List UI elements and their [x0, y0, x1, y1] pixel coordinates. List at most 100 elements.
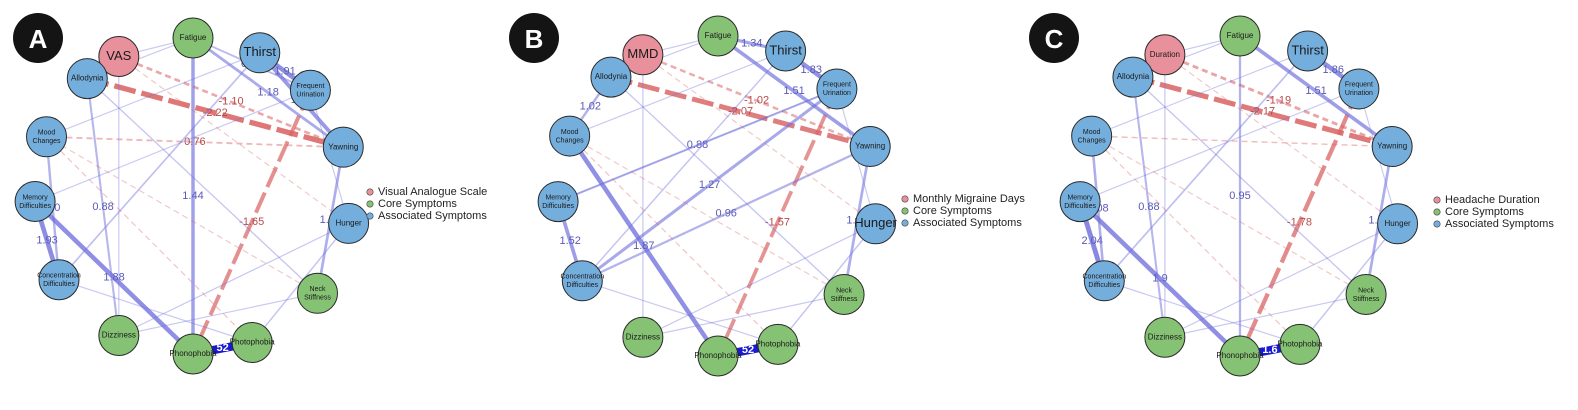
node-yawning: Yawning — [849, 126, 891, 168]
edge-weight-label: 1.91 — [274, 65, 295, 77]
node-circle — [1144, 34, 1186, 76]
legend-swatch — [366, 188, 374, 196]
edge-dizziness-neck-stiffness — [642, 293, 845, 338]
node-label: Photophobia — [230, 338, 275, 347]
panel-b: -2.07-1.02-1.57521.871.521.511.831.341.2… — [509, 13, 1025, 377]
edge-thirst-mood-changes — [1091, 50, 1308, 137]
edge-fatigue-yawning — [192, 36, 345, 149]
badge-circle — [13, 13, 63, 63]
node-label: Dizziness — [626, 332, 660, 341]
edge-weight-label: 1.02 — [580, 100, 601, 112]
edge-allodynia-dizziness — [86, 78, 120, 336]
node-label: Yawning — [328, 142, 358, 151]
node-photophobia: Photophobia — [755, 323, 801, 365]
node-circle — [622, 316, 664, 358]
edge-mood-changes-phonophobia — [567, 134, 720, 358]
node-hunger: Hunger — [854, 203, 898, 245]
edge-weight-label: 2.04 — [1081, 235, 1102, 247]
edge-weight-label: 1.83 — [801, 64, 822, 76]
node-label: Thirst — [769, 42, 802, 57]
edge-weight-label: 0.88 — [92, 201, 113, 213]
edge-weight-label: 1.6 — [1262, 344, 1277, 356]
edge-weight-label: -1.10 — [219, 96, 244, 108]
legend-swatch — [1433, 208, 1441, 216]
edge-weight-label: -1.57 — [765, 216, 790, 228]
node-circle — [757, 323, 799, 365]
edge-memory-difficulties-phonophobia — [1078, 199, 1242, 358]
badge-circle — [1029, 13, 1079, 63]
node-yawning: Yawning — [322, 126, 364, 168]
edge-allodynia-neck-stiffness — [610, 76, 845, 295]
node-circle — [1338, 68, 1380, 110]
node-label: Phonophobia — [1216, 351, 1264, 360]
edge-frequent-urination-phonophobia — [1238, 88, 1361, 357]
edge-dizziness-neck-stiffness — [1164, 293, 1367, 338]
node-allodynia: Allodynia — [590, 56, 632, 98]
edge-weight-label: -2.17 — [1250, 106, 1275, 118]
node-hunger: Hunger — [328, 202, 370, 244]
edge-weight-label: 0.95 — [1229, 190, 1250, 202]
node-circle — [239, 32, 281, 74]
legend-item-label: Core Symptoms — [913, 205, 992, 217]
node-label: Fatigue — [705, 31, 732, 40]
edge-hunger-dizziness — [118, 222, 349, 337]
node-fatigue: Fatigue — [1219, 15, 1261, 57]
edge-allodynia-neck-stiffness — [86, 78, 318, 294]
node-circle — [816, 68, 858, 110]
node-label: Allodynia — [71, 74, 104, 83]
edge-concentration-difficulties-photophobia — [1104, 280, 1301, 345]
node-circle — [622, 34, 664, 76]
edge-weight-label: -1.02 — [744, 95, 769, 107]
node-label: Allodynia — [1117, 72, 1150, 81]
edge-weight-label: -2.07 — [728, 106, 753, 118]
edge-weight-label: 1.18 — [257, 86, 278, 98]
edge-memory-difficulties-phonophobia — [33, 199, 195, 356]
panel-letter: A — [29, 24, 48, 54]
node-label: Thirst — [1291, 42, 1324, 57]
node-circle — [322, 126, 364, 168]
node-dizziness: Dizziness — [98, 315, 140, 357]
legend-swatch — [901, 207, 909, 215]
node-hunger: Hunger — [1377, 203, 1419, 245]
edge-weight-label: 0.88 — [687, 139, 708, 151]
node-label: Thirst — [244, 44, 277, 59]
node-vas: VAS — [98, 35, 140, 77]
edge-mood-changes-yawning — [1091, 135, 1393, 148]
node-label: Photophobia — [755, 339, 800, 348]
node-label: Fatigue — [1227, 31, 1254, 40]
node-phonophobia: Phonophobia — [694, 335, 742, 377]
node-circle — [1287, 30, 1329, 72]
node-circle — [697, 335, 739, 377]
edge-weight-label: 1.88 — [103, 272, 124, 284]
edge-thirst-mood-changes — [569, 50, 786, 137]
legend-item-label: Associated Symptoms — [378, 210, 487, 222]
node-phonophobia: Phonophobia — [169, 333, 217, 375]
node-circle — [172, 17, 214, 59]
node-circle — [289, 69, 331, 111]
edge-hunger-dizziness — [1164, 223, 1398, 338]
node-circle — [1112, 56, 1154, 98]
node-photophobia: Photophobia — [1277, 323, 1323, 365]
legend-item-label: Headache Duration — [1445, 194, 1540, 206]
panel-c: -2.17-1.19-1.781.61.92.041.861.511.080.9… — [1029, 13, 1554, 377]
node-circle — [561, 260, 603, 302]
node-allodynia: Allodynia — [1112, 56, 1154, 98]
node-circle — [590, 56, 632, 98]
